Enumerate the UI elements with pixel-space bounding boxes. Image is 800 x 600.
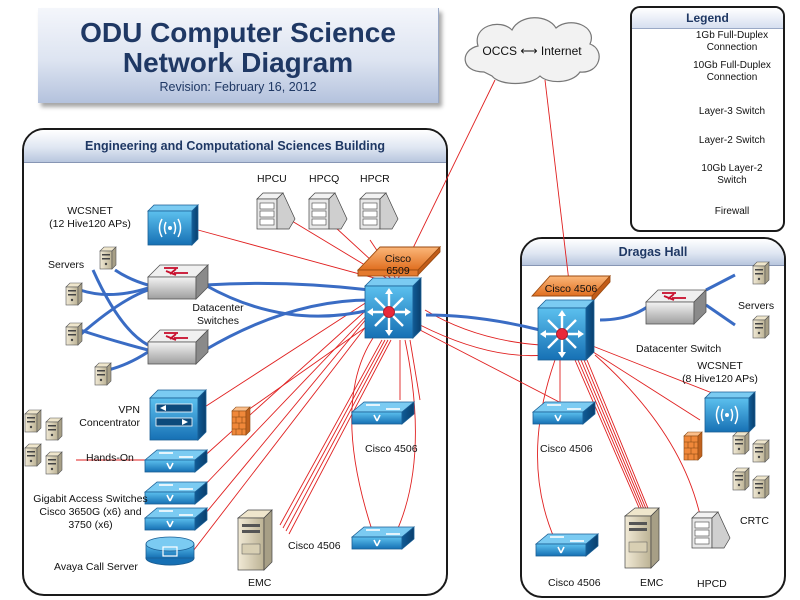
dragas-cisco4506-label-b: Cisco 4506 (548, 577, 601, 589)
diagram-title-line2: Network Diagram (122, 47, 354, 78)
access-switches-label: Gigabit Access Switches Cisco 3650G (x6)… (28, 493, 153, 532)
crtc-label: CRTC (740, 515, 769, 527)
ecs-wcsnet-label: WCSNET (12 Hive120 APs) (40, 205, 140, 231)
legend-panel: Legend 1Gb Full-Duplex Connection 10Gb F… (630, 6, 785, 232)
ecs-datacenter-label: Datacenter Switches (188, 302, 248, 328)
10gb-links (79, 268, 736, 372)
legend-label-line: Connection (706, 72, 758, 83)
ecs-cisco4506-label-a: Cisco 4506 (365, 443, 418, 455)
ecs-server-icon (65, 282, 83, 306)
dragas-wcsnet-label: WCSNET (8 Hive120 APs) (680, 360, 760, 386)
dragas-cisco4506-switch-b-icon (535, 533, 599, 557)
legend-10gb-layer2-label: 10Gb Layer-2 Switch (684, 163, 780, 187)
hpcq-label: HPCQ (309, 173, 340, 185)
core-label-line: Cisco (384, 253, 412, 265)
hands-on-label: Hands-On (86, 452, 134, 464)
ecs-emc-storage-icon (237, 509, 273, 571)
title-banner: ODU Computer Science Network Diagram Rev… (38, 8, 439, 103)
dragas-core-switch-label: Cisco 4506 (544, 283, 598, 295)
dragas-datacenter-switch-icon (645, 289, 707, 325)
label-line: Concentrator (79, 417, 140, 429)
1gb-links (189, 79, 566, 556)
legend-label-line: 10Gb Full-Duplex (693, 60, 771, 71)
diagram-title-line1: ODU Computer Science (80, 17, 396, 48)
label-line: Gigabit Access Switches (33, 493, 148, 505)
hpcd-label: HPCD (697, 578, 727, 590)
legend-label-line: Switch (717, 175, 747, 186)
hpcu-label: HPCU (257, 173, 287, 185)
dragas-core-switch (530, 274, 612, 362)
hands-on-switch-icon (144, 449, 208, 473)
bidirectional-arrow-icon: ⟷ (520, 44, 538, 58)
label-line: Switches (196, 315, 239, 327)
dragas-1gb-links (537, 79, 731, 541)
dragas-emc-storage-icon (624, 507, 660, 569)
label-line: Cisco 3650G (x6) and (39, 506, 142, 518)
ecs-cisco4506-switch-a-icon (351, 401, 415, 425)
ecs-wcsnet-ap-icon (147, 204, 199, 246)
ecs-datacenter-switch-2-icon (147, 329, 209, 365)
internet-cloud-label: OCCS ⟷ Internet (466, 44, 598, 58)
internet-cloud (464, 17, 600, 85)
legend-firewall-label: Firewall (714, 206, 750, 217)
legend-title: Legend (632, 8, 783, 29)
ecs-server-icon (94, 362, 112, 386)
dragas-server-icon (752, 261, 770, 285)
legend-1gb-label: 1Gb Full-Duplex Connection (684, 30, 780, 54)
avaya-label: Avaya Call Server (54, 561, 138, 573)
crtc-server-cluster-icon (732, 431, 770, 499)
access-switch-icon (144, 507, 208, 531)
ecs-cisco4506-label-b: Cisco 4506 (288, 540, 341, 552)
legend-label-line: 1Gb Full-Duplex (695, 30, 769, 41)
dragas-cisco4506-switch-a-icon (532, 401, 596, 425)
access-switch-icon (144, 481, 208, 505)
legend-label-line: 10Gb Layer-2 (701, 163, 763, 174)
dragas-firewall-icon (683, 431, 703, 461)
label-line: WCSNET (697, 360, 743, 372)
revision-date: Revision: February 16, 2012 (159, 80, 317, 94)
vpn-label: VPN Concentrator (60, 404, 140, 430)
hands-on-server-cluster-icon (24, 409, 63, 475)
dragas-server-icon (752, 315, 770, 339)
vpn-concentrator-icon (149, 389, 207, 441)
legend-layer2-label: Layer-2 Switch (698, 135, 766, 146)
dragas-datacenter-label: Datacenter Switch (636, 343, 722, 355)
ecs-core-switch (356, 245, 442, 340)
ecs-server-icon (99, 246, 117, 270)
ecs-datacenter-switch-1-icon (147, 264, 209, 300)
label-line: VPN (118, 404, 140, 416)
label-line: 3750 (x6) (68, 519, 113, 531)
hpcu-rack-icon (256, 192, 296, 230)
dragas-cisco4506-label-a: Cisco 4506 (540, 443, 593, 455)
label-line: WCSNET (67, 205, 113, 217)
ecs-cisco4506-switch-b-icon (351, 526, 415, 550)
label-line: (8 Hive120 APs) (682, 373, 758, 385)
hpcr-rack-icon (359, 192, 399, 230)
hpcq-rack-icon (308, 192, 348, 230)
label-line: Datacenter (192, 302, 244, 314)
ecs-firewall-icon (231, 406, 251, 436)
internet-label: Internet (540, 44, 582, 58)
core-label-line: 6509 (386, 265, 410, 277)
hpcd-rack-icon (691, 511, 731, 549)
ecs-server-icon (65, 322, 83, 346)
legend-label-line: Connection (706, 42, 758, 53)
ecs-servers-label: Servers (48, 259, 85, 271)
occs-label: OCCS (482, 44, 518, 58)
ecs-emc-label: EMC (248, 577, 272, 589)
hpcr-label: HPCR (360, 173, 390, 185)
ecs-building-title: Engineering and Computational Sciences B… (24, 130, 446, 163)
dragas-emc-label: EMC (640, 577, 664, 589)
legend-layer3-label: Layer-3 Switch (698, 106, 766, 117)
legend-10gb-label: 10Gb Full-Duplex Connection (684, 60, 780, 84)
ecs-core-switch-label: Cisco 6509 (374, 253, 422, 277)
avaya-call-server-icon (145, 536, 195, 566)
dragas-wcsnet-ap-icon (704, 391, 756, 433)
label-line: (12 Hive120 APs) (49, 218, 131, 230)
dragas-servers-label: Servers (738, 300, 775, 312)
